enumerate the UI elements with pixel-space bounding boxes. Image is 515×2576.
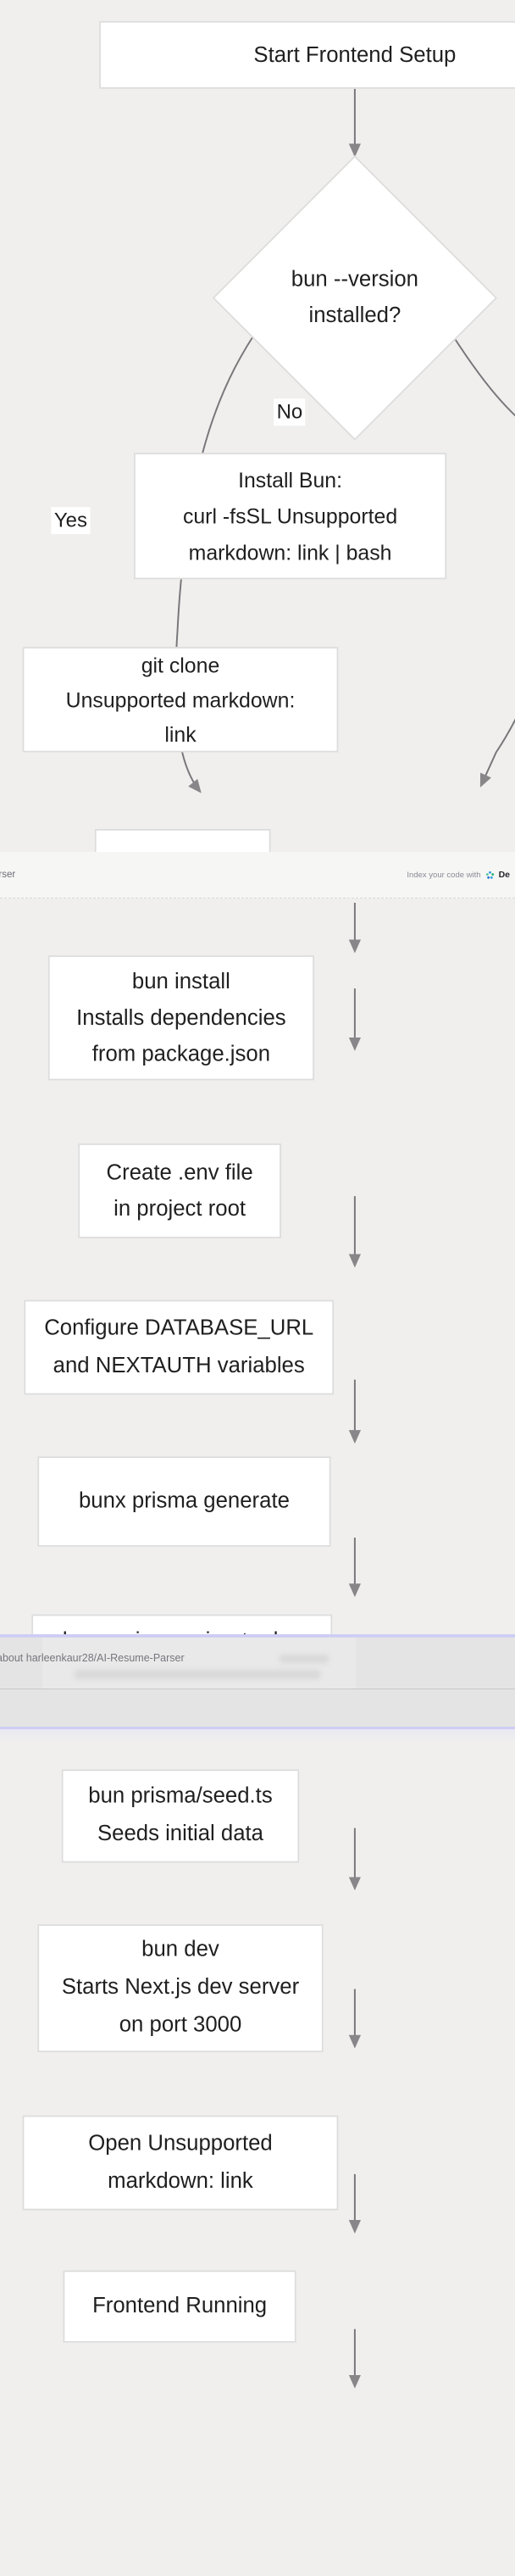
node-git-clone[interactable]: git clone Unsupported markdown: link (22, 647, 339, 753)
repo-hovercard[interactable]: about harleenkaur28/AI-Resume-Parser (0, 1637, 515, 1689)
node-configure-env-vars[interactable]: Configure DATABASE_URL and NEXTAUTH vari… (24, 1299, 335, 1395)
hovercard-bottom-fade (0, 1729, 515, 1743)
node-frontend-running[interactable]: Frontend Running (63, 2270, 296, 2343)
node-label: bun dev Starts Next.js dev server on por… (61, 1938, 300, 2038)
node-label: Start Frontend Setup (253, 42, 457, 67)
node-label: bunx prisma generate (78, 1489, 290, 1514)
skeleton-line-1 (280, 1655, 329, 1663)
devin-brand-label: De (498, 870, 510, 880)
node-create-env[interactable]: Create .env file in project root (78, 1143, 281, 1238)
node-bun-install[interactable]: bun install Installs dependencies from p… (47, 955, 314, 1081)
node-start-frontend-setup[interactable]: Start Frontend Setup (99, 20, 515, 89)
node-label: Install Bun: curl -fsSL Unsupported mark… (182, 468, 398, 565)
node-label: bun --version installed? (291, 267, 419, 328)
node-label: Create .env file in project root (106, 1160, 253, 1221)
node-prisma-generate[interactable]: bunx prisma generate (37, 1456, 331, 1547)
node-label: git clone Unsupported markdown: link (65, 652, 296, 746)
node-bun-version-check[interactable]: bun --version installed? (140, 155, 515, 441)
index-your-code-cta[interactable]: Index your code with De (407, 870, 510, 880)
edge-label-yes: Yes (51, 507, 91, 535)
repo-name-truncated: arser (0, 870, 16, 880)
devin-index-banner[interactable]: arser Index your code with De (0, 852, 515, 899)
devin-logo-icon (485, 871, 495, 880)
node-label: Frontend Running (92, 2294, 268, 2319)
node-prisma-seed[interactable]: bun prisma/seed.ts Seeds initial data (61, 1769, 300, 1863)
skeleton-line-2 (75, 1670, 320, 1679)
node-label: bun install Installs dependencies from p… (76, 969, 286, 1066)
cta-label: Index your code with (407, 870, 481, 880)
hovercard-about-text: about harleenkaur28/AI-Resume-Parser (0, 1652, 185, 1664)
hovercard-body (0, 1689, 515, 1727)
hovercard-top-glow (0, 1634, 515, 1637)
hovercard-bottom-glow (0, 1727, 515, 1729)
node-label: bun prisma/seed.ts Seeds initial data (88, 1784, 273, 1846)
node-label: Open Unsupported markdown: link (88, 2131, 273, 2194)
node-install-bun[interactable]: Install Bun: curl -fsSL Unsupported mark… (133, 453, 447, 580)
node-label: Configure DATABASE_URL and NEXTAUTH vari… (44, 1316, 314, 1378)
edge-installbun-to-gitclone (479, 718, 515, 787)
hovercard-surface (42, 1638, 356, 1689)
edge-label-no: No (274, 398, 306, 426)
node-open-localhost[interactable]: Open Unsupported markdown: link (22, 2115, 339, 2211)
node-bun-dev[interactable]: bun dev Starts Next.js dev server on por… (37, 1924, 324, 2053)
